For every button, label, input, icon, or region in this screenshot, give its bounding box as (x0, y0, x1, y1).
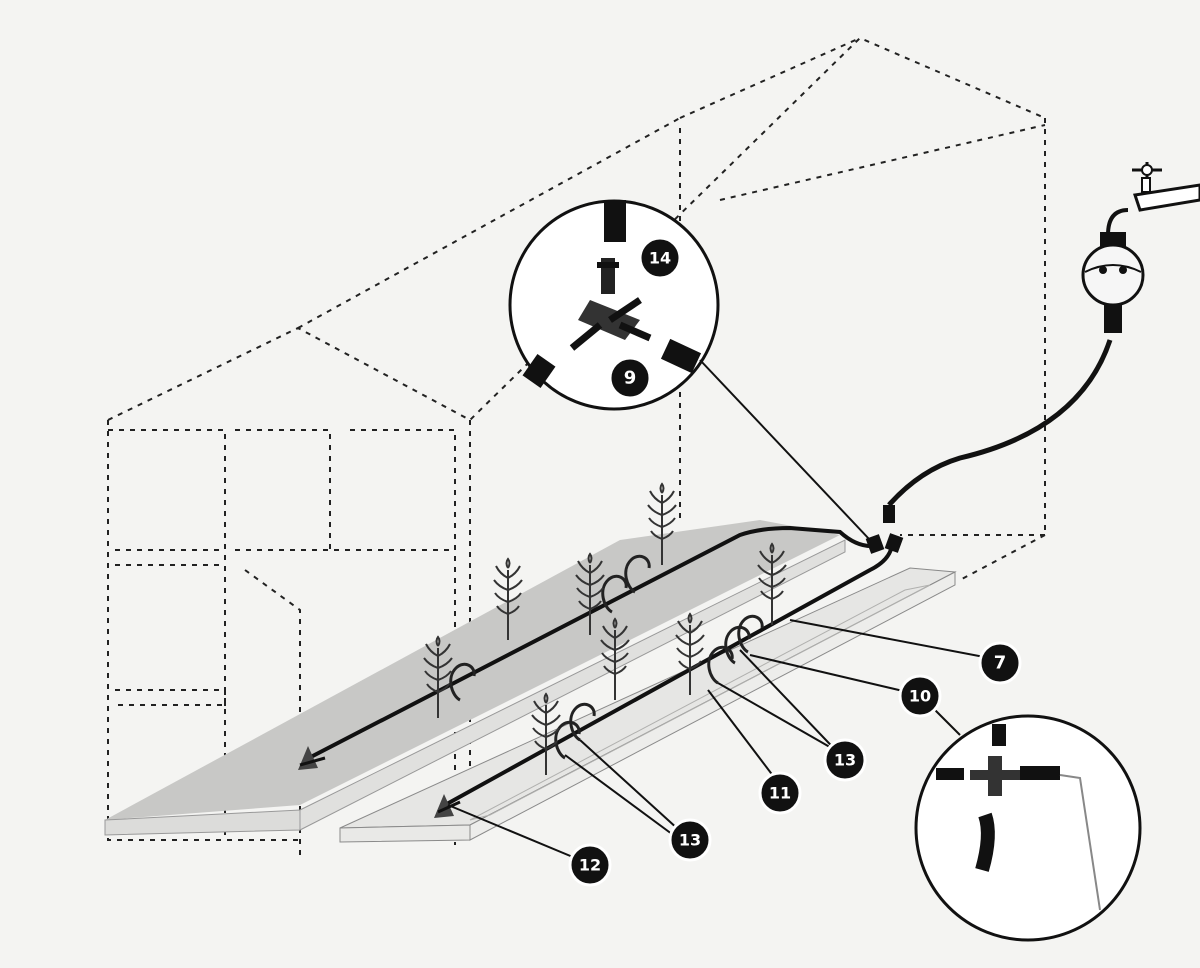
water-timer (1081, 232, 1145, 333)
callout-7-label: 7 (994, 653, 1007, 674)
end-plug-back (298, 746, 326, 770)
callout-11: 11 (758, 771, 802, 815)
end-plug-front (434, 794, 461, 818)
callout-14-label: 14 (649, 249, 671, 268)
leader-lines (447, 619, 1001, 861)
callout-9: 9 (608, 356, 652, 400)
callout-7: 7 (978, 641, 1022, 685)
callout-9-label: 9 (624, 368, 637, 389)
callout-12-label: 12 (579, 856, 601, 875)
callout-13-right: 13 (823, 738, 867, 782)
callout-10-label: 10 (909, 687, 931, 706)
callout-12: 12 (568, 843, 612, 887)
planting-bed-front (339, 567, 957, 843)
callout-13-left-label: 13 (679, 831, 701, 850)
hose-junction (865, 505, 904, 554)
manifold-detail-circle (508, 199, 871, 541)
water-tap (1106, 162, 1200, 245)
callout-14: 14 (638, 236, 682, 280)
t-connector-detail-circle (914, 689, 1142, 942)
supply-hose (887, 339, 1113, 507)
drip-line-back (304, 525, 881, 762)
callout-13-left: 13 (668, 818, 712, 862)
callout-13-right-label: 13 (834, 751, 856, 770)
callout-10: 10 (898, 674, 942, 718)
callout-11-label: 11 (769, 784, 791, 803)
